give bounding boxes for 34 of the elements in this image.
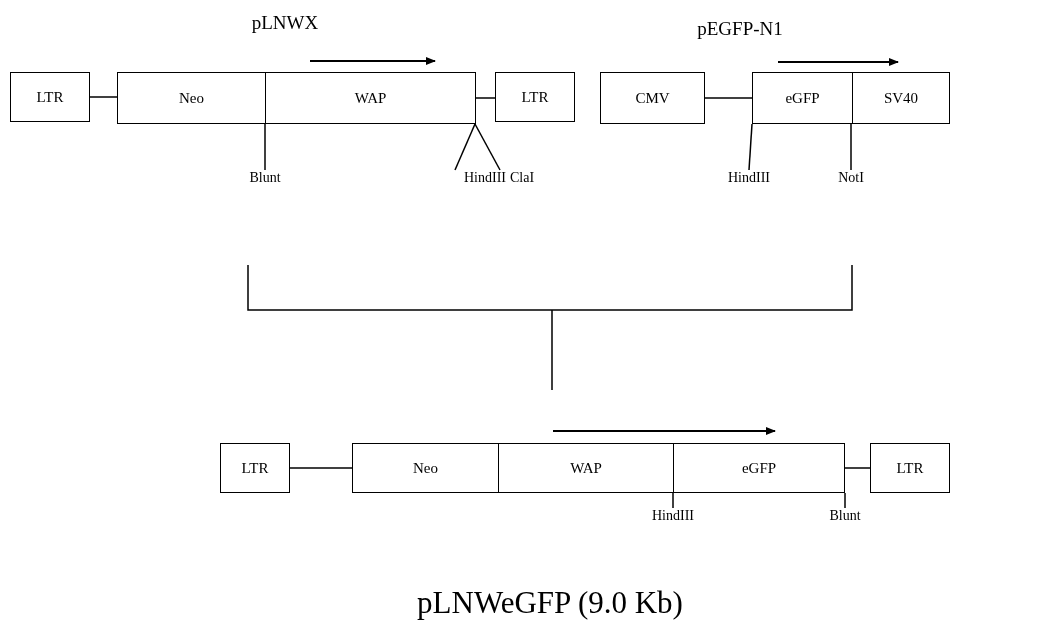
gene-segment: WAP: [498, 443, 674, 493]
connector-line: [475, 97, 496, 99]
connector-line: [89, 96, 118, 98]
gene-segment: LTR: [495, 72, 575, 122]
gene-segment: LTR: [10, 72, 90, 122]
gene-segment: eGFP: [752, 72, 853, 124]
leader-line: [264, 123, 266, 171]
gene-segment: Neo: [352, 443, 499, 493]
restriction-site-label: ClaI: [509, 170, 535, 186]
leader-line: [474, 123, 501, 171]
connector-line: [704, 97, 753, 99]
restriction-site-label: Blunt: [829, 508, 861, 524]
restriction-site-label: HindIII: [728, 170, 770, 186]
leader-line: [672, 492, 674, 509]
leader-line: [850, 123, 852, 171]
gene-segment: WAP: [265, 72, 476, 124]
leader-line: [454, 123, 476, 171]
plasmid-name: pLNWX: [251, 12, 319, 34]
gene-segment: SV40: [852, 72, 950, 124]
restriction-site-label: NotI: [838, 170, 864, 186]
leader-line: [844, 492, 846, 509]
connector-line: [289, 467, 353, 469]
gene-segment: LTR: [220, 443, 290, 493]
caption: pLNWeGFP (9.0 Kb): [417, 585, 683, 621]
gene-segment: eGFP: [673, 443, 845, 493]
gene-segment: CMV: [600, 72, 705, 124]
restriction-site-label: HindIII: [652, 508, 694, 524]
gene-segment: Neo: [117, 72, 266, 124]
connector-line: [844, 467, 871, 469]
gene-segment: LTR: [870, 443, 950, 493]
leader-line: [748, 123, 753, 171]
plasmid-name: pEGFP-N1: [697, 18, 783, 40]
restriction-site-label: HindIII: [464, 170, 506, 186]
restriction-site-label: Blunt: [249, 170, 281, 186]
